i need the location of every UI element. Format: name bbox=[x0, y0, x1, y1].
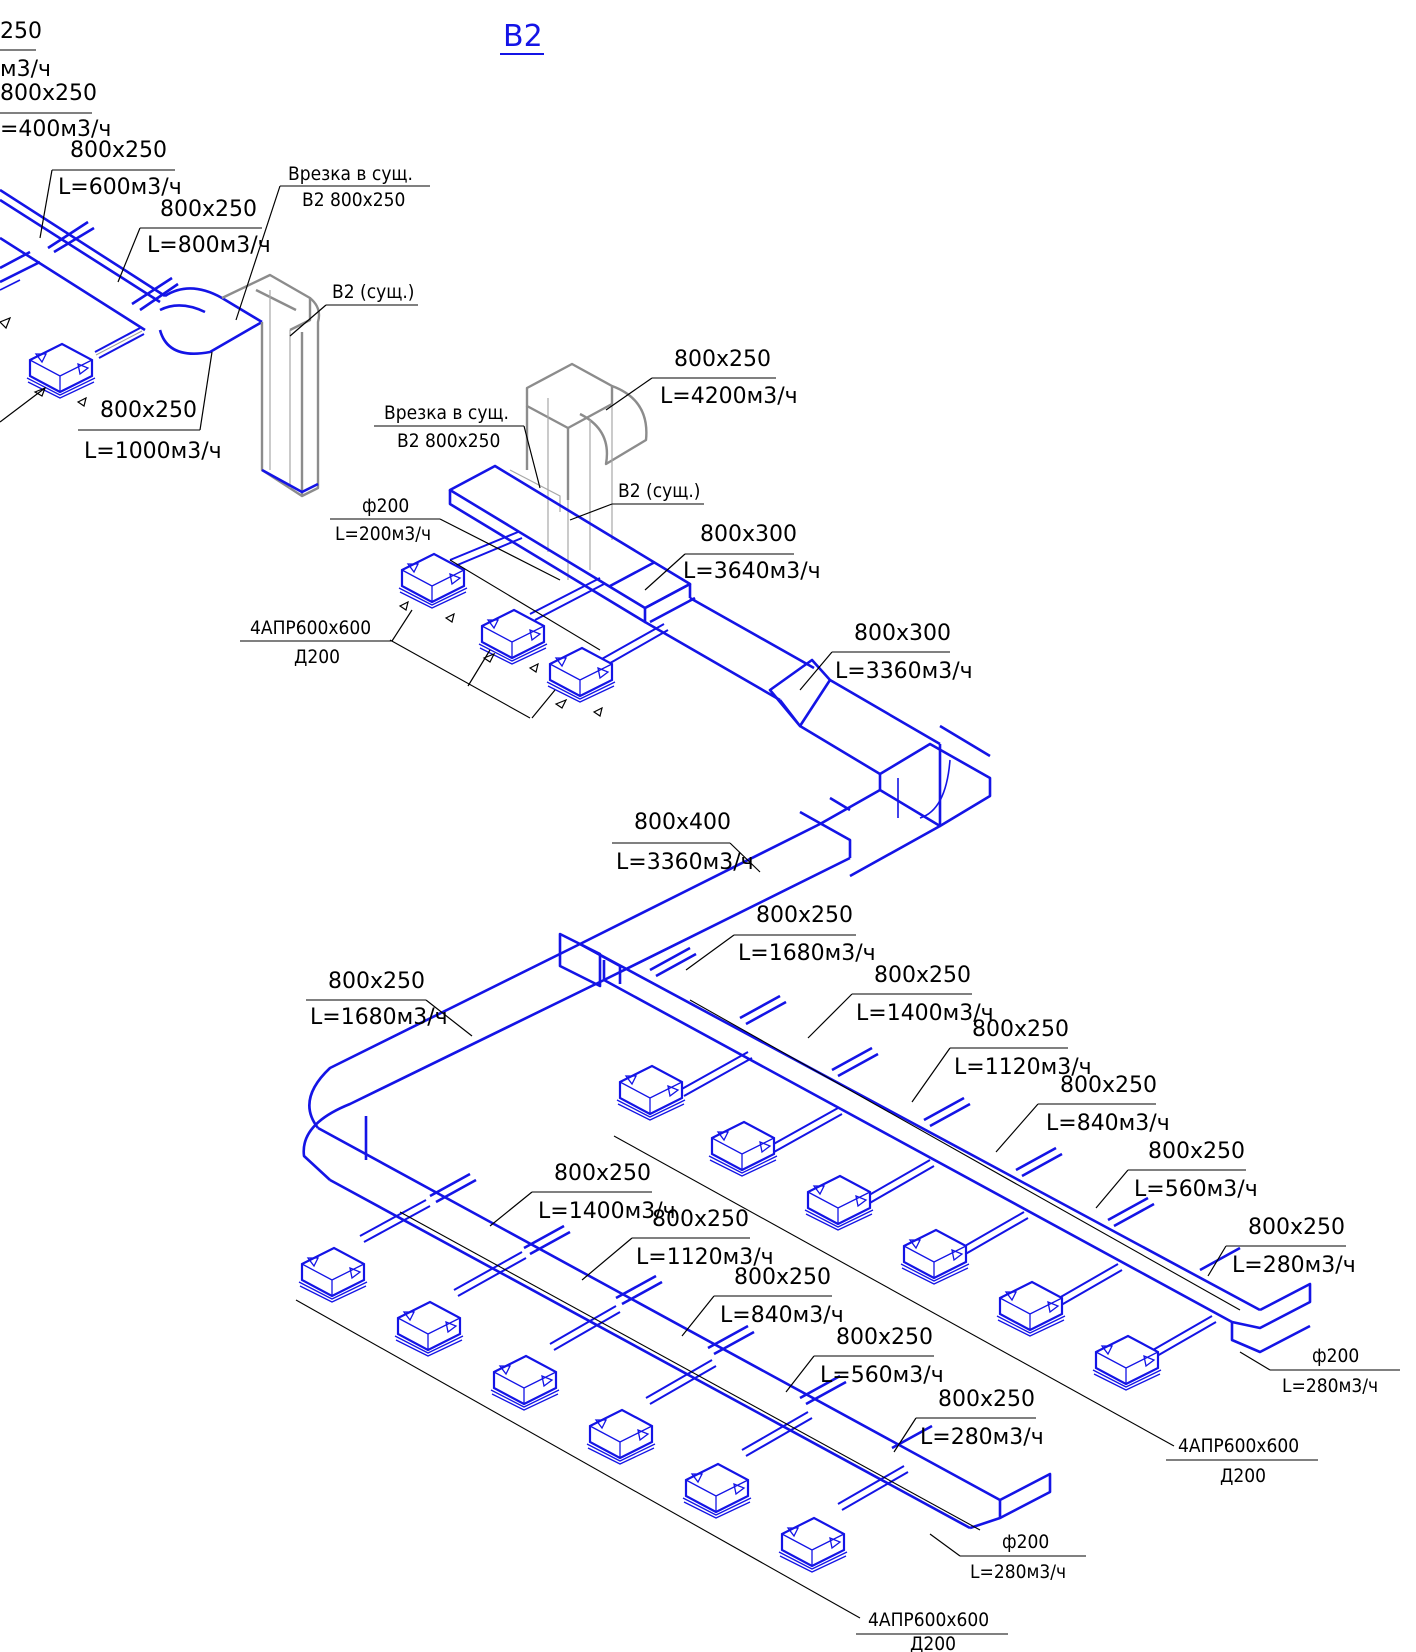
label-low-b-size-6: 800x250 bbox=[938, 1387, 1035, 1412]
label-upper-size-5: 800x250 bbox=[100, 398, 197, 423]
label-mid-flow-2: L=3640м3/ч bbox=[683, 559, 821, 584]
label-low-a-size-1: 800x250 bbox=[756, 903, 853, 928]
label-existing-1: В2 (сущ.) bbox=[332, 281, 414, 303]
lower-diffuser-row-b bbox=[295, 1199, 981, 1619]
label-upper-flow-2: =400м3/ч bbox=[0, 117, 111, 142]
label-mid-branch-flow: L=200м3/ч bbox=[335, 523, 431, 545]
label-low-b-flow-3: L=1120м3/ч bbox=[636, 1245, 774, 1270]
label-low-b-flow-5: L=560м3/ч bbox=[820, 1363, 944, 1388]
label-low-a-size-2: 800x250 bbox=[874, 963, 971, 988]
label-mid-size-4: 800x400 bbox=[634, 810, 731, 835]
label-low-a-end-flow: L=280м3/ч bbox=[1282, 1375, 1378, 1397]
label-upper-size-1: 250 bbox=[0, 19, 42, 44]
label-low-a-flow-4: L=840м3/ч bbox=[1046, 1111, 1170, 1136]
label-mid-diffuser-type: 4АПР600x600 bbox=[250, 617, 371, 639]
label-upper-size-3: 800x250 bbox=[70, 138, 167, 163]
label-existing-2: В2 (сущ.) bbox=[618, 480, 700, 502]
upper-left-existing-riser bbox=[221, 273, 321, 498]
label-low-a-end-dia: ф200 bbox=[1312, 1345, 1359, 1367]
label-low-b-end-flow: L=280м3/ч bbox=[970, 1561, 1066, 1583]
label-mid-diffuser-neck: Д200 bbox=[294, 646, 340, 668]
label-low-b-flow-6: L=280м3/ч bbox=[920, 1425, 1044, 1450]
upper-left-diffuser-group bbox=[0, 316, 145, 423]
label-mid-size-1: 800x250 bbox=[674, 347, 771, 372]
system-title: В2 bbox=[503, 19, 543, 54]
label-mid-flow-4: L=3360м3/ч bbox=[616, 850, 754, 875]
label-low-b-end-dia: ф200 bbox=[1002, 1531, 1049, 1553]
label-mid-size-3: 800x300 bbox=[854, 621, 951, 646]
label-upper-flow-4: L=800м3/ч bbox=[147, 233, 271, 258]
lower-duct-trunk-b bbox=[302, 942, 1052, 1530]
label-mid-branch-dia: ф200 bbox=[362, 495, 409, 517]
label-tie-in-1-duct: В2 800x250 bbox=[302, 189, 405, 211]
label-mid-size-2: 800x300 bbox=[700, 522, 797, 547]
label-low-b-size-4: 800x250 bbox=[734, 1265, 831, 1290]
label-low-b-diffuser-type: 4АПР600x600 bbox=[868, 1609, 989, 1631]
label-mid-flow-1: L=4200м3/ч bbox=[660, 384, 798, 409]
lower-diffuser-row-a bbox=[613, 999, 1241, 1447]
label-upper-size-2: 800x250 bbox=[0, 81, 97, 106]
label-low-a-flow-6: L=280м3/ч bbox=[1232, 1253, 1356, 1278]
label-low-a-flow-1: L=1680м3/ч bbox=[738, 941, 876, 966]
label-mid-flow-3: L=3360м3/ч bbox=[835, 659, 973, 684]
label-upper-flow-3: L=600м3/ч bbox=[58, 175, 182, 200]
label-tie-in-1: Врезка в сущ. bbox=[288, 163, 413, 185]
label-tie-in-2: Врезка в сущ. bbox=[384, 402, 509, 424]
label-low-b-diffuser-neck: Д200 bbox=[910, 1633, 956, 1652]
upper-left-duct-run bbox=[0, 188, 263, 355]
label-low-b-size-1: 800x250 bbox=[328, 969, 425, 994]
label-low-b-size-5: 800x250 bbox=[836, 1325, 933, 1350]
label-low-a-size-5: 800x250 bbox=[1148, 1139, 1245, 1164]
label-low-a-diffuser-neck: Д200 bbox=[1220, 1465, 1266, 1487]
label-tie-in-2-duct: В2 800x250 bbox=[397, 430, 500, 452]
label-upper-flow-5: L=1000м3/ч bbox=[84, 439, 222, 464]
label-low-a-diffuser-type: 4АПР600x600 bbox=[1178, 1435, 1299, 1457]
middle-duct-run bbox=[448, 464, 992, 988]
label-low-b-flow-1: L=1680м3/ч bbox=[310, 1005, 448, 1030]
middle-diffuser-group bbox=[389, 531, 669, 719]
label-low-a-size-6: 800x250 bbox=[1248, 1215, 1345, 1240]
label-low-b-size-2: 800x250 bbox=[554, 1161, 651, 1186]
label-upper-size-4: 800x250 bbox=[160, 197, 257, 222]
label-low-a-flow-5: L=560м3/ч bbox=[1134, 1177, 1258, 1202]
label-low-b-size-3: 800x250 bbox=[652, 1207, 749, 1232]
label-low-b-flow-2: L=1400м3/ч bbox=[538, 1199, 676, 1224]
lower-duct-trunk-a bbox=[579, 942, 1312, 1354]
label-low-a-size-4: 800x250 bbox=[1060, 1073, 1157, 1098]
label-low-b-flow-4: L=840м3/ч bbox=[720, 1303, 844, 1328]
label-upper-flow-1: м3/ч bbox=[0, 57, 51, 82]
label-low-a-flow-2: L=1400м3/ч bbox=[856, 1001, 994, 1026]
label-low-a-flow-3: L=1120м3/ч bbox=[954, 1055, 1092, 1080]
label-low-a-size-3: 800x250 bbox=[972, 1017, 1069, 1042]
